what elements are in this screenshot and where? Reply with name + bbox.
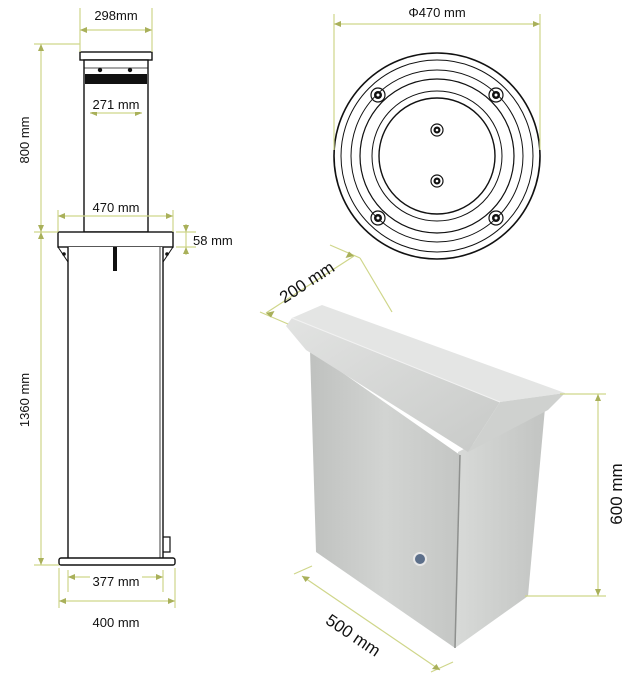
cabinet-width-label: 500 mm	[322, 610, 384, 660]
top-view-drawing	[333, 52, 541, 260]
drain-slot	[113, 247, 117, 271]
cabinet-front-panel	[310, 350, 460, 648]
bolt-icon	[488, 87, 504, 103]
bollard-cap	[79, 51, 153, 61]
base-inner-width-label: 377 mm	[93, 574, 140, 589]
top-view-dimension	[333, 14, 541, 150]
cabinet-depth-label: 200 mm	[276, 258, 338, 307]
top-width-label: 298mm	[94, 8, 137, 23]
base-width-label: 400 mm	[93, 615, 140, 630]
cabinet-side-panel	[455, 408, 545, 648]
diameter-label: Φ470 mm	[408, 5, 465, 20]
bollard-base-plate	[58, 557, 176, 566]
bolt-icon	[370, 87, 386, 103]
bollard-drawing	[57, 51, 176, 566]
flange-height-label: 58 mm	[193, 233, 233, 248]
bolt-icon	[370, 210, 386, 226]
dimension-arrowheads	[38, 27, 189, 604]
bolt-icon	[430, 174, 444, 188]
cabinet-dimensions	[259, 244, 606, 673]
bollard-flange	[57, 231, 174, 248]
cabinet-roof-front	[286, 318, 500, 452]
lock-icon	[413, 552, 427, 566]
inner-width-label: 271 mm	[93, 97, 140, 112]
control-cabinet	[286, 305, 565, 649]
cabinet-roof-top	[292, 305, 565, 402]
above-ground-height-label: 800 mm	[17, 117, 32, 164]
bolt-icon	[430, 123, 444, 137]
cabinet-height-label: 600 mm	[607, 463, 624, 524]
outer-ring	[333, 52, 541, 260]
bollard-lower-body	[67, 247, 164, 561]
body-width-label: 470 mm	[93, 200, 140, 215]
inner-plate	[378, 97, 496, 215]
top-view-bolts	[370, 87, 504, 226]
bolt-dot	[97, 67, 103, 73]
reflective-band	[85, 74, 147, 84]
bolt-dot	[127, 67, 133, 73]
below-ground-height-label: 1360 mm	[17, 373, 32, 427]
bolt-icon	[488, 210, 504, 226]
